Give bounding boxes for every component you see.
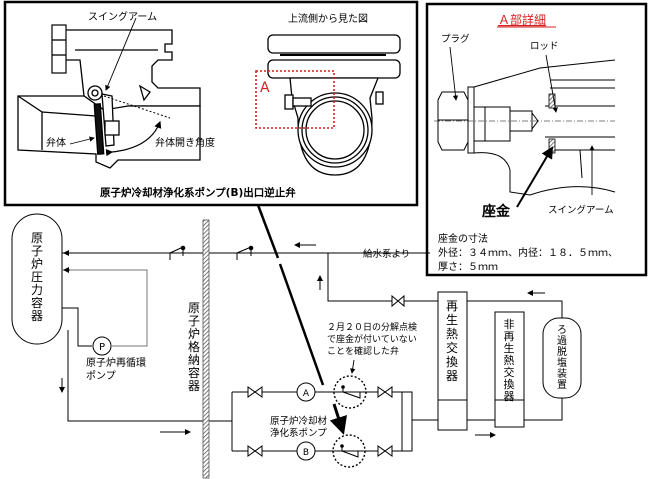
vertical-char: 器 <box>188 379 200 393</box>
valve-caption: 原子炉冷却材浄化系ポンプ(B)出口逆止弁 <box>100 186 296 199</box>
upstream-view-title: 上流側から見た図 <box>288 12 368 25</box>
recirc-pump-label-1: 原子炉再循環 <box>86 356 146 369</box>
regenerative-heat-exchanger <box>437 291 468 431</box>
feedwater-label: 給水系より <box>363 248 410 260</box>
vertical-char: 炉 <box>31 257 43 271</box>
vertical-char: 換 <box>446 355 458 369</box>
check-valve-a-highlight <box>333 375 367 409</box>
gate-valve-hx-return <box>391 294 405 308</box>
check-valve-feedwater-1 <box>169 245 186 260</box>
gate-valve-b-outlet <box>377 445 393 457</box>
opening-angle-label: 弁体開き角度 <box>155 136 215 149</box>
cleanup-pump-a-letter: A <box>303 389 310 399</box>
vertical-char: 力 <box>31 283 43 297</box>
cleanup-pump-b-symbol <box>296 441 316 461</box>
vertical-char: 装 <box>557 367 567 380</box>
swing-arm-detail-label: スイングアーム <box>548 204 614 216</box>
recirc-pump-label-2: ポンプ <box>86 370 116 382</box>
vertical-char: 原 <box>188 301 200 315</box>
cleanup-pump-label-1: 原子炉冷却材 <box>270 415 328 427</box>
check-valve-feedwater-2 <box>236 245 254 260</box>
swing-arm-leader <box>105 17 137 91</box>
opening-angle-line <box>103 95 171 119</box>
plug-leader <box>449 46 459 101</box>
plug-label: プラグ <box>441 33 470 45</box>
washer-leader <box>516 146 554 208</box>
vertical-char: 熱 <box>504 354 515 367</box>
vertical-char: 再 <box>504 330 515 343</box>
rod-label: ロッド <box>530 41 559 52</box>
vertical-char: 器 <box>446 369 458 383</box>
flow-diagram <box>11 213 563 452</box>
recirc-pump-letter: P <box>99 342 105 353</box>
vertical-char: 容 <box>31 295 43 310</box>
valve-figure-panel: スイングアーム 弁体 弁体開き角度 上流側から見た図 A 原子炉冷却材浄化系ポン… <box>3 0 419 207</box>
detail-a-panel: Ａ部詳細 プラグ ロッド 座金 ス <box>425 2 648 277</box>
gate-valve-b-inlet <box>247 445 263 457</box>
rod-leader <box>545 54 558 113</box>
vertical-char: 交 <box>446 340 458 355</box>
callout-line-middle <box>278 263 325 386</box>
detail-a-title: Ａ部詳細 <box>498 12 546 27</box>
cleanup-pump-b-letter: B <box>303 448 309 458</box>
inspection-note-3: ことを確認した弁 <box>327 345 399 357</box>
vertical-char: 塩 <box>557 356 567 369</box>
inspection-note-1: ２月２０日の分解点検 <box>327 321 417 333</box>
vertical-char: 子 <box>31 244 43 258</box>
vertical-char: 圧 <box>31 270 43 284</box>
vertical-char: 熱 <box>446 327 458 341</box>
vertical-char: 器 <box>31 309 43 323</box>
washer-dims-line2: 厚さ：５ｍｍ <box>438 261 498 273</box>
washer-dims-heading: 座金の寸法 <box>438 232 488 245</box>
opening-angle-arrow <box>105 120 162 157</box>
vertical-char: 換 <box>504 378 515 391</box>
inspection-note-2: で座金が付いていない <box>327 333 417 345</box>
valve-disc-label: 弁体 <box>46 136 66 149</box>
vertical-char: 原 <box>31 231 43 245</box>
vertical-char: 交 <box>504 365 515 379</box>
gate-valve-a-outlet <box>377 386 393 398</box>
washer-dims-line1: 外径：３４ｍｍ、内径：１８．５ｍｍ、 <box>438 246 618 259</box>
detail-a-marker: A <box>260 80 270 96</box>
check-valve-b-highlight <box>332 434 366 468</box>
check-valve-upstream-view <box>267 34 401 176</box>
vertical-char: 納 <box>188 353 200 367</box>
detail-a-drawing <box>434 59 616 196</box>
vertical-char: 脱 <box>557 345 567 358</box>
vertical-char: 格 <box>188 339 200 354</box>
recirc-pump-symbol <box>92 336 112 356</box>
vertical-char: 炉 <box>188 327 200 341</box>
callout-arrow-valve-b <box>329 403 347 435</box>
cleanup-pump-a-symbol <box>296 382 316 402</box>
vertical-char: 器 <box>504 390 515 403</box>
containment-wall <box>202 219 210 479</box>
swing-arm-label: スイングアーム <box>88 10 157 23</box>
vertical-char: 容 <box>188 365 200 380</box>
washer-upper <box>548 93 556 109</box>
vertical-char: 置 <box>557 379 567 391</box>
detail-a-marker-box <box>255 70 335 129</box>
washer-label: 座金 <box>482 203 511 220</box>
filter-demineralizer <box>542 317 582 399</box>
vertical-char: 生 <box>446 313 458 327</box>
note-leader <box>350 359 356 374</box>
vertical-char: 生 <box>504 341 515 355</box>
gate-valve-a-inlet <box>247 386 263 398</box>
reactor-pressure-vessel <box>11 213 63 345</box>
cleanup-pump-label-2: 浄化系ポンプ <box>270 427 327 439</box>
vertical-char: ろ <box>557 325 567 336</box>
vertical-char: 過 <box>557 335 567 347</box>
vertical-char: 再 <box>446 299 458 313</box>
vertical-char: 非 <box>504 318 515 331</box>
non-regenerative-heat-exchanger <box>494 311 525 428</box>
valve-disc-leader <box>69 136 95 145</box>
vertical-char: 子 <box>188 314 200 328</box>
callout-line-upper <box>256 204 280 259</box>
